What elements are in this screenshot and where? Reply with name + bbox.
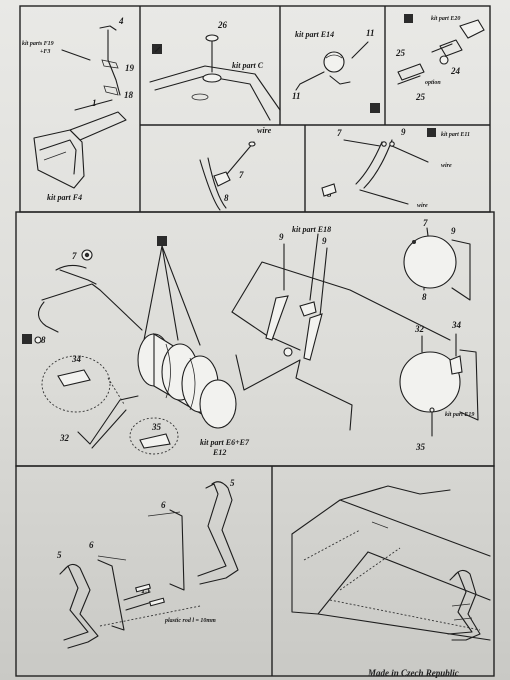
part-ref-e20: kit part E20 xyxy=(431,16,460,22)
part-number-9c: 9 xyxy=(322,236,327,246)
part-ref-f19: kit parts F19 xyxy=(22,41,54,47)
part-number-15: 15 xyxy=(141,585,151,595)
part-number-19: 19 xyxy=(125,63,135,73)
part-ref-e14: kit part E14 xyxy=(295,30,334,39)
part-number-9d: 9 xyxy=(451,226,456,236)
part-number-34a: 34 xyxy=(71,354,82,364)
part-number-5b: 5 xyxy=(57,550,62,560)
part-ref-e11: kit part E11 xyxy=(441,132,470,138)
panel-step-ladders: 5 6 5 6 15 plastic rod l = 10mm xyxy=(57,478,239,649)
plastic-rod-note: plastic rod l = 10mm xyxy=(164,618,216,624)
part-number-9a: 9 xyxy=(401,127,406,137)
engine-assembly xyxy=(137,333,237,429)
part-number-34b: 34 xyxy=(451,320,462,330)
part-number-6b: 6 xyxy=(89,540,94,550)
part-number-9b: 9 xyxy=(279,232,284,242)
part-number-4: 4 xyxy=(118,16,124,26)
panel-kit-part-c: 26 kit part C xyxy=(149,20,281,121)
part-number-11a: 11 xyxy=(366,28,375,38)
part-number-25a: 25 xyxy=(395,48,406,58)
part-number-24: 24 xyxy=(450,66,461,76)
wire-label-c: wire xyxy=(417,203,428,209)
part-number-8c: 8 xyxy=(41,335,46,345)
part-number-8d: 8 xyxy=(422,292,427,302)
wire-label-a: wire xyxy=(257,126,272,135)
part-number-26: 26 xyxy=(217,20,228,30)
panel-kit-part-e20: kit part E20 25 24 option 25 xyxy=(395,14,485,102)
part-ref-f3: +F3 xyxy=(40,49,50,55)
made-in-label: Made in Czech Republic xyxy=(367,668,459,678)
panel-frames xyxy=(15,5,495,677)
part-ref-c: kit part C xyxy=(232,61,264,70)
part-ref-e6-e7: kit part E6+E7 xyxy=(200,438,250,447)
part-number-7b: 7 xyxy=(337,128,342,138)
part-number-18: 18 xyxy=(124,90,134,100)
part-number-32a: 32 xyxy=(59,433,70,443)
part-number-7d: 7 xyxy=(423,218,428,228)
part-ref-e19: kit part E19 xyxy=(445,412,474,418)
panel-side-details: 7 9 8 32 34 kit part E19 35 xyxy=(399,218,479,452)
wire-label-b: wire xyxy=(441,163,452,169)
part-number-8a: 8 xyxy=(224,193,229,203)
panel-kit-part-e11: 7 9 kit part E11 wire 8 wire xyxy=(321,127,470,209)
part-number-32b: 32 xyxy=(414,324,425,334)
part-number-11b: 11 xyxy=(292,91,301,101)
part-number-25b: 25 xyxy=(415,92,426,102)
part-number-1: 1 xyxy=(92,98,97,108)
panel-kit-part-e14: kit part E14 11 11 xyxy=(292,28,380,113)
panel-blade-bracket: kit parts F19 +F3 4 19 18 1 kit part F4 xyxy=(22,16,135,202)
part-number-7a: 7 xyxy=(239,170,244,180)
part-ref-e12: E12 xyxy=(212,448,226,457)
option-label: option xyxy=(425,80,441,86)
part-ref-f4: kit part F4 xyxy=(47,193,82,202)
panel-main-assembly: 7 8 kit part E18 9 9 xyxy=(22,225,451,457)
panel-wire-clamp: wire 7 8 xyxy=(199,126,272,211)
part-number-35b: 35 xyxy=(415,442,426,452)
part-number-6a: 6 xyxy=(161,500,166,510)
part-ref-e18: kit part E18 xyxy=(292,225,331,234)
part-number-35a: 35 xyxy=(151,422,162,432)
part-number-7c: 7 xyxy=(72,251,77,261)
part-number-5a: 5 xyxy=(230,478,235,488)
panel-hull-ladder xyxy=(291,485,491,641)
